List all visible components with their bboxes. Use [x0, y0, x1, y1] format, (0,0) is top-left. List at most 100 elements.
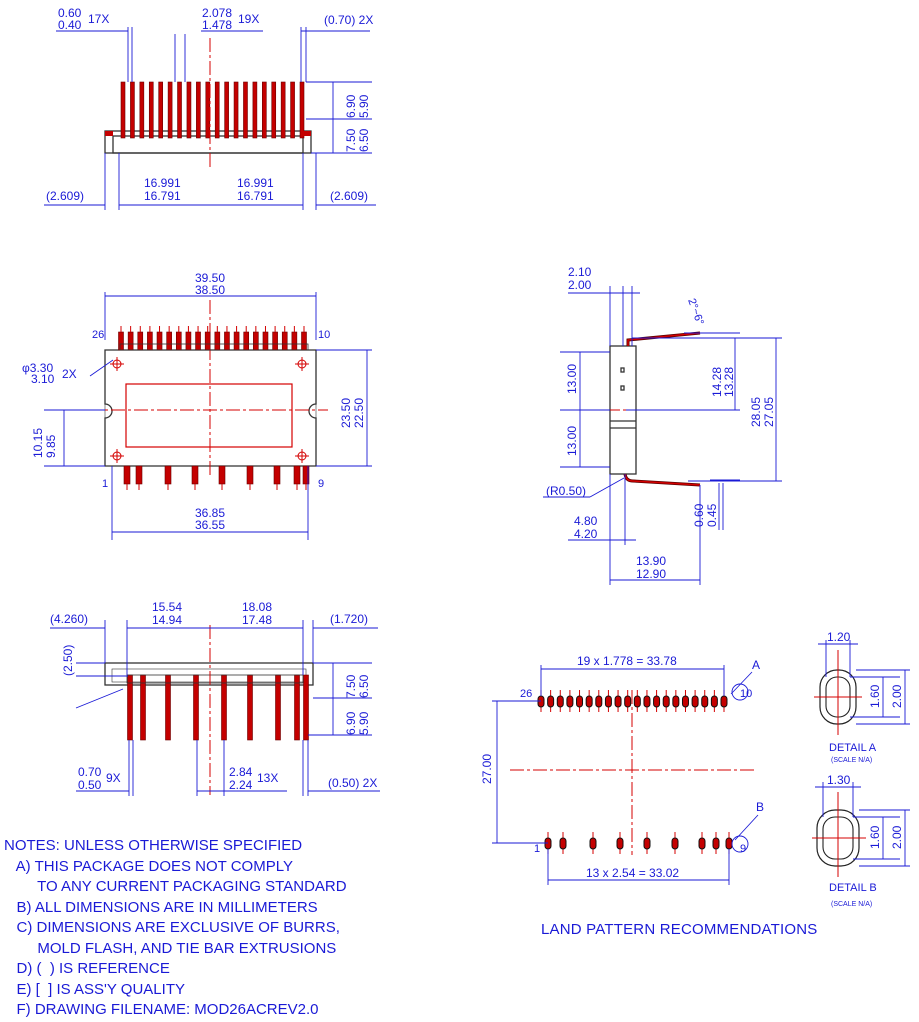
top-pitch-count: 19X — [238, 12, 259, 26]
front-body-thickness-min: 6.50 — [357, 674, 371, 698]
plan-view: 39.50 38.50 26 10 1 9 φ3.30 3.10 2X 10.1… — [22, 271, 372, 540]
front-lead — [275, 674, 281, 741]
top-lead — [167, 81, 173, 139]
plan-bottom-lead — [135, 465, 143, 485]
top-half-right-min: 16.791 — [237, 189, 274, 203]
land-height: 27.00 — [480, 754, 494, 784]
land-bottom-pad — [671, 837, 679, 850]
land-top-pad — [672, 695, 680, 708]
land-pin-26: 26 — [520, 688, 532, 700]
side-half-a: 13.00 — [565, 364, 579, 394]
plan-height-min: 22.50 — [352, 398, 366, 428]
land-bottom-pad — [725, 837, 733, 850]
plan-top-lead — [185, 331, 192, 351]
side-body-width-max: 4.80 — [574, 514, 598, 528]
note-d: D) ( ) IS REFERENCE — [4, 960, 170, 977]
detail-a-height-outer: 2.00 — [890, 684, 904, 708]
front-lead-width-min: 0.50 — [78, 778, 102, 792]
land-callout-a-circle — [731, 683, 749, 701]
plan-bottom-lead — [191, 465, 199, 485]
note-a-line-2: TO ANY CURRENT PACKAGING STANDARD — [4, 878, 347, 895]
land-bottom-pad — [698, 837, 706, 850]
plan-hole-spacing-min: 36.55 — [195, 518, 225, 532]
plan-top-lead — [195, 331, 201, 351]
land-label-b: B — [756, 800, 764, 814]
detail-a: 1.20 1.60 2.00 DETAIL A (SCALE N/A) — [814, 630, 910, 764]
front-body-thickness-max: 7.50 — [344, 674, 358, 698]
front-pitch-count: 13X — [257, 771, 278, 785]
plan-top-lead — [272, 331, 278, 351]
land-top-pad — [585, 695, 593, 708]
front-left-height: (2.50) — [61, 645, 75, 676]
plan-height-max: 23.50 — [339, 398, 353, 428]
front-lead-width-max: 0.70 — [78, 765, 102, 779]
side-lead-angle: 2°~6° — [685, 297, 706, 327]
plan-top-lead — [224, 331, 230, 351]
land-bottom-pad — [544, 837, 552, 850]
note-a-line-1: A) THIS PACKAGE DOES NOT COMPLY — [4, 857, 293, 875]
land-top-pad — [691, 695, 699, 708]
plan-top-lead — [166, 331, 172, 351]
front-view-leads — [126, 674, 309, 741]
land-callout-b-circle — [731, 835, 749, 853]
plan-top-lead — [118, 331, 124, 351]
detail-a-height-inner: 1.60 — [868, 684, 882, 708]
plan-notch-max: 10.15 — [31, 428, 45, 458]
land-top-pad — [556, 695, 564, 708]
plan-pin-10-label: 10 — [318, 329, 330, 341]
land-bottom-pad — [643, 837, 651, 850]
plan-bottom-lead — [273, 465, 281, 485]
plan-bottom-lead — [123, 465, 131, 485]
top-lead — [205, 81, 211, 139]
side-thickness-min: 2.00 — [568, 278, 592, 292]
top-body-thickness-min: 6.50 — [357, 128, 371, 152]
land-top-pad — [643, 695, 651, 708]
plan-top-lead — [301, 331, 307, 351]
land-top-pad — [681, 695, 689, 708]
top-view: 0.60 0.40 17X 2.078 1.478 19X (0.70) 2X … — [44, 6, 376, 210]
top-lead — [148, 81, 154, 139]
land-top-pad — [547, 695, 555, 708]
land-top-pad — [576, 695, 584, 708]
front-seg-a-min: 14.94 — [152, 613, 182, 627]
detail-b-height-inner: 1.60 — [868, 825, 882, 849]
land-bottom-pad — [712, 837, 720, 850]
front-lead — [193, 674, 199, 741]
top-pitch-max: 2.078 — [202, 6, 232, 20]
mounting-hole-right — [295, 357, 309, 463]
front-lead — [127, 674, 133, 741]
land-top-pad — [662, 695, 670, 708]
detail-b-width: 1.30 — [827, 773, 851, 787]
land-bottom-pad — [616, 837, 624, 850]
land-bottom-pad — [589, 837, 597, 850]
plan-hole-max: φ3.30 — [22, 361, 53, 375]
front-lead — [303, 674, 309, 741]
top-lead — [262, 81, 267, 139]
top-half-right-max: 16.991 — [237, 176, 274, 190]
top-lead — [130, 81, 135, 139]
note-b: B) ALL DIMENSIONS ARE IN MILLIMETERS — [4, 898, 318, 916]
land-top-pad — [624, 695, 632, 708]
plan-top-leads — [118, 326, 309, 351]
side-span-max: 13.90 — [636, 554, 666, 568]
plan-top-lead — [253, 331, 259, 351]
top-edge-ref: (0.70) 2X — [324, 13, 373, 27]
land-label-a: A — [752, 658, 760, 672]
plan-pin-1-label: 1 — [102, 478, 108, 490]
side-view: 2.10 2.00 2°~6° 13.00 13.00 14.28 13.28 … — [543, 265, 782, 585]
plan-top-lead — [147, 331, 153, 351]
note-c-line-2: MOLD FLASH, AND TIE BAR EXTRUSIONS — [4, 939, 337, 957]
front-right-ref: (1.720) — [330, 612, 368, 626]
plan-heatsink — [125, 383, 293, 448]
top-tab-left — [105, 131, 113, 136]
top-lead — [271, 81, 277, 139]
land-top-pads — [537, 690, 728, 712]
side-body-width-min: 4.20 — [574, 527, 598, 541]
top-right-ref: (2.609) — [330, 189, 368, 203]
top-lead — [120, 81, 126, 139]
notes-block: NOTES: UNLESS OTHERWISE SPECIFIED A) THI… — [4, 836, 347, 1021]
note-c-line-1: C) DIMENSIONS ARE EXCLUSIVE OF BURRS, — [4, 919, 340, 936]
side-thickness-max: 2.10 — [568, 265, 592, 279]
top-lead — [290, 81, 295, 139]
plan-top-lead — [204, 331, 211, 351]
